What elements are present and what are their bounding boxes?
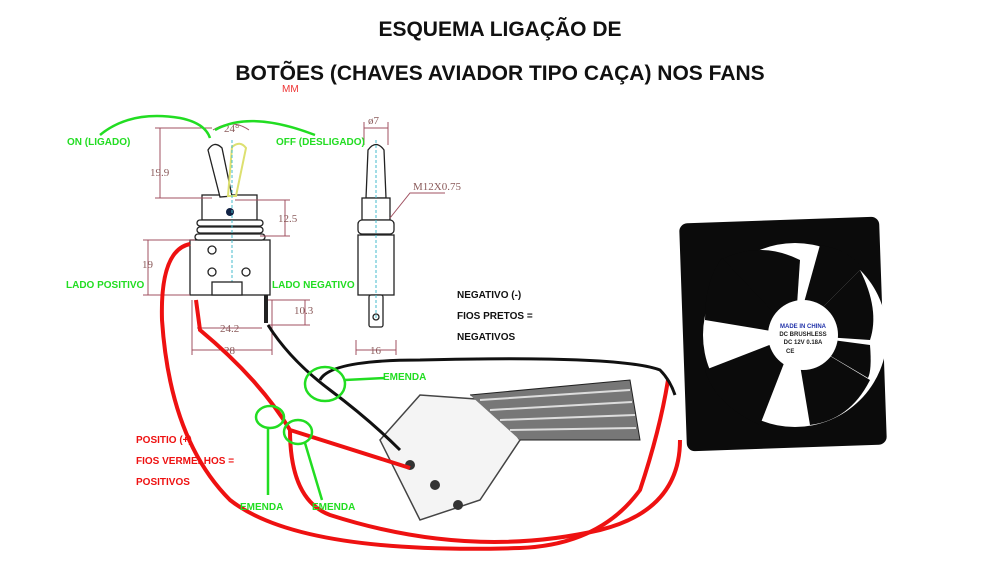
label-on: ON (LIGADO) xyxy=(67,137,130,148)
negative-note-line-2: FIOS PRETOS = xyxy=(457,311,533,322)
label-negative-side: LADO NEGATIVO xyxy=(272,280,355,291)
toggle-switch-front-view xyxy=(143,123,310,355)
fan-label-maker: MADE IN CHINA xyxy=(780,324,827,330)
dim-body: 19 xyxy=(142,259,154,271)
label-positive-side: LADO POSITIVO xyxy=(66,280,145,291)
label-splice-left: EMENDA xyxy=(240,502,283,513)
dim-bushing: 12.5 xyxy=(278,213,298,225)
label-splice-top: EMENDA xyxy=(383,372,426,383)
dim-thread: M12X0.75 xyxy=(413,181,461,193)
negative-note-line-3: NEGATIVOS xyxy=(457,332,515,343)
black-negative-wires xyxy=(266,324,677,452)
annotation-arrows xyxy=(99,114,386,501)
dim-terminal: 10.3 xyxy=(294,305,314,317)
dim-angle: 24° xyxy=(224,123,239,135)
unit-label: MM xyxy=(282,84,299,95)
dim-inner-width: 24.2 xyxy=(220,323,239,335)
dim-side-width: 16 xyxy=(370,345,382,357)
negative-note-line-1: NEGATIVO (-) xyxy=(457,290,521,301)
dim-lever-height: 19.9 xyxy=(150,167,170,179)
fan-label-type: DC BRUSHLESS xyxy=(779,332,826,338)
label-off: OFF (DESLIGADO) xyxy=(276,137,365,148)
positive-note-line-3: POSITIVOS xyxy=(136,477,190,488)
positive-note-line-1: POSITIO (+) xyxy=(136,435,192,446)
fan-label-rating: DC 12V 0.18A xyxy=(784,340,823,346)
title-line-1: ESQUEMA LIGAÇÃO DE xyxy=(378,18,621,41)
toggle-switch-side-view xyxy=(355,122,445,355)
dim-outer-width: 28 xyxy=(224,345,236,357)
fan-hub-board xyxy=(379,379,641,521)
label-splice-right: EMENDA xyxy=(312,502,355,513)
positive-note-line-2: FIOS VERMELHOS = xyxy=(136,456,234,467)
cooling-fan xyxy=(679,216,887,452)
title-line-2: BOTÕES (CHAVES AVIADOR TIPO CAÇA) NOS FA… xyxy=(235,61,764,85)
fan-label-ce: CE xyxy=(786,349,794,355)
dim-diameter: ø7 xyxy=(368,115,380,127)
